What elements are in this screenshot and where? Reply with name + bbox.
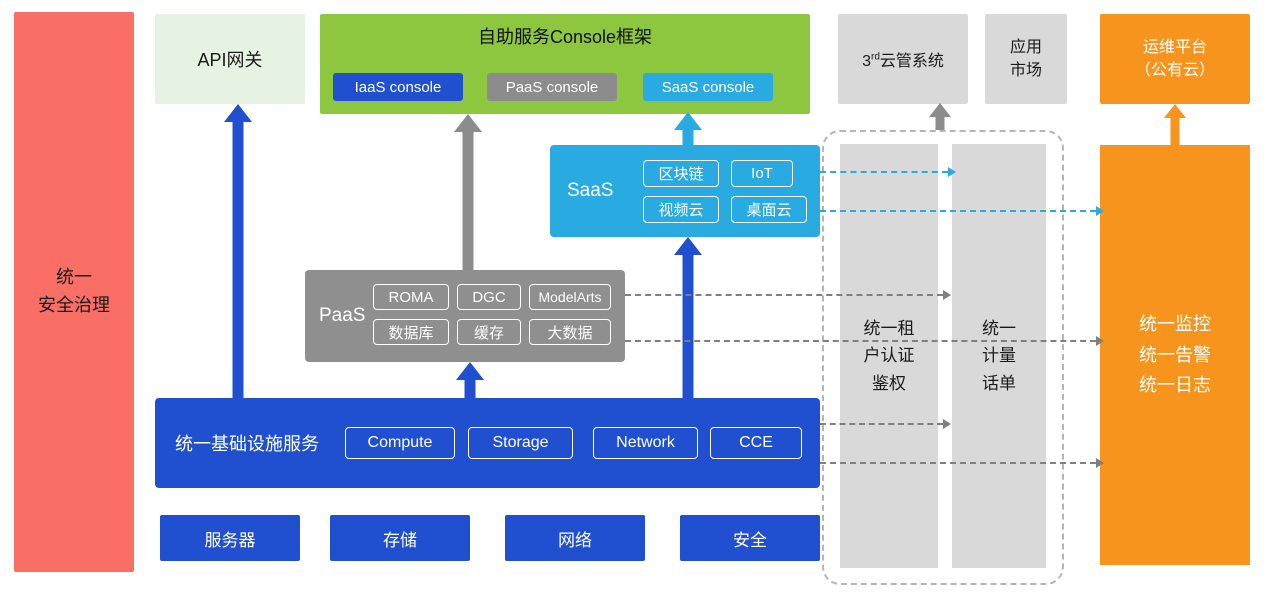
paas-chip-bigdata: 大数据 xyxy=(529,319,611,345)
app-market-box: 应用 市场 xyxy=(985,14,1067,104)
ops-platform-box: 运维平台 （公有云） xyxy=(1100,14,1250,104)
dashed-link-paas-to-metering xyxy=(625,290,951,300)
arrow-shaft xyxy=(462,130,474,270)
saas-layer-label: SaaS xyxy=(567,180,614,201)
dashed-link-paas-to-monitoring xyxy=(625,336,1104,346)
infra-chip-storage: Storage xyxy=(468,427,573,459)
third-party-cloud-box: 3rd云管系统 xyxy=(838,14,968,104)
metering-bar: 统一 计量 话单 xyxy=(952,144,1046,568)
dashed-link-infra-to-metering xyxy=(820,419,951,429)
hardware-box-network: 网络 xyxy=(505,515,645,561)
arrow-shaft xyxy=(232,120,244,398)
monitoring-bar: 统一监控 统一告警 统一日志 xyxy=(1100,145,1250,565)
saas-chip-blockchain: 区块链 xyxy=(643,160,719,187)
third-party-cloud-label: 3rd云管系统 xyxy=(862,47,944,71)
saas-layer-box: SaaS 区块链 IoT 视频云 桌面云 xyxy=(550,145,820,237)
tenant-auth-bar: 统一租 户认证 鉴权 xyxy=(840,144,938,568)
arrow-head xyxy=(454,114,482,132)
arrow-shaft xyxy=(935,115,945,130)
arrow-shaft xyxy=(464,378,476,398)
infra-chip-compute: Compute xyxy=(345,427,455,459)
arrow-to-third-party-cloud xyxy=(929,103,951,130)
arrow-head xyxy=(456,362,484,380)
third-party-cloud-prefix: 3 xyxy=(862,53,871,70)
paas-layer-label: PaaS xyxy=(319,305,366,326)
tenant-auth-label: 统一租 户认证 鉴权 xyxy=(863,319,915,393)
security-governance-panel: 统一 安全治理 xyxy=(14,12,134,572)
hardware-box-storage: 存储 xyxy=(330,515,470,561)
paas-layer-box: PaaS ROMA DGC ModelArts 数据库 缓存 大数据 xyxy=(305,270,625,362)
hardware-box-server: 服务器 xyxy=(160,515,300,561)
dashed-link-saas-to-monitoring xyxy=(820,206,1104,216)
paas-chip-dgc: DGC xyxy=(457,284,521,310)
api-gateway-label: API网关 xyxy=(197,50,263,70)
arrow-head xyxy=(674,237,702,255)
monitoring-label: 统一监控 统一告警 统一日志 xyxy=(1139,314,1211,396)
console-framework-box: 自助服务Console框架 IaaS console PaaS console … xyxy=(320,14,810,114)
saas-chip-video-cloud: 视频云 xyxy=(643,196,719,223)
app-market-label: 应用 市场 xyxy=(1009,38,1042,79)
arrow-shaft xyxy=(682,128,694,145)
iaas-console-badge: IaaS console xyxy=(333,73,463,101)
arrow-infra-to-saas xyxy=(674,237,702,398)
saas-chip-iot: IoT xyxy=(731,160,793,187)
paas-chip-roma: ROMA xyxy=(373,284,449,310)
arrow-infra-to-paas xyxy=(456,362,484,398)
arrow-monitoring-to-ops-platform xyxy=(1161,104,1189,145)
arrow-head xyxy=(224,104,252,122)
paas-chip-modelarts: ModelArts xyxy=(529,284,611,310)
arrow-paas-to-console xyxy=(454,114,482,270)
hardware-box-security: 安全 xyxy=(680,515,820,561)
metering-label: 统一 计量 话单 xyxy=(982,319,1016,393)
api-gateway-box: API网关 xyxy=(155,14,305,104)
infrastructure-layer-label: 统一基础设施服务 xyxy=(175,434,319,454)
dashed-link-infra-to-monitoring xyxy=(820,458,1104,468)
security-governance-label: 统一 安全治理 xyxy=(38,267,110,315)
ops-platform-label: 运维平台 （公有云） xyxy=(1134,38,1215,79)
arrow-head xyxy=(1164,104,1186,118)
paas-console-badge: PaaS console xyxy=(487,73,617,101)
arrow-head xyxy=(674,112,702,130)
dashed-link-saas-to-metering xyxy=(820,167,956,177)
saas-console-badge: SaaS console xyxy=(643,73,773,101)
paas-chip-cache: 缓存 xyxy=(457,319,521,345)
infra-chip-network: Network xyxy=(593,427,698,459)
arrow-shaft xyxy=(682,253,694,398)
third-party-cloud-superscript: rd xyxy=(870,51,880,63)
saas-chip-desktop-cloud: 桌面云 xyxy=(731,196,807,223)
common-services-dashed-frame xyxy=(822,130,1064,585)
console-framework-title: 自助服务Console框架 xyxy=(477,27,653,47)
arrow-infra-to-api-gateway xyxy=(224,104,252,398)
paas-chip-database: 数据库 xyxy=(373,319,449,345)
arrow-head xyxy=(929,103,951,117)
arrow-shaft xyxy=(1170,116,1180,145)
third-party-cloud-suffix: 云管系统 xyxy=(879,53,944,70)
arrow-saas-to-console xyxy=(674,112,702,145)
infrastructure-layer-box: 统一基础设施服务 Compute Storage Network CCE xyxy=(155,398,820,488)
infra-chip-cce: CCE xyxy=(710,427,802,459)
